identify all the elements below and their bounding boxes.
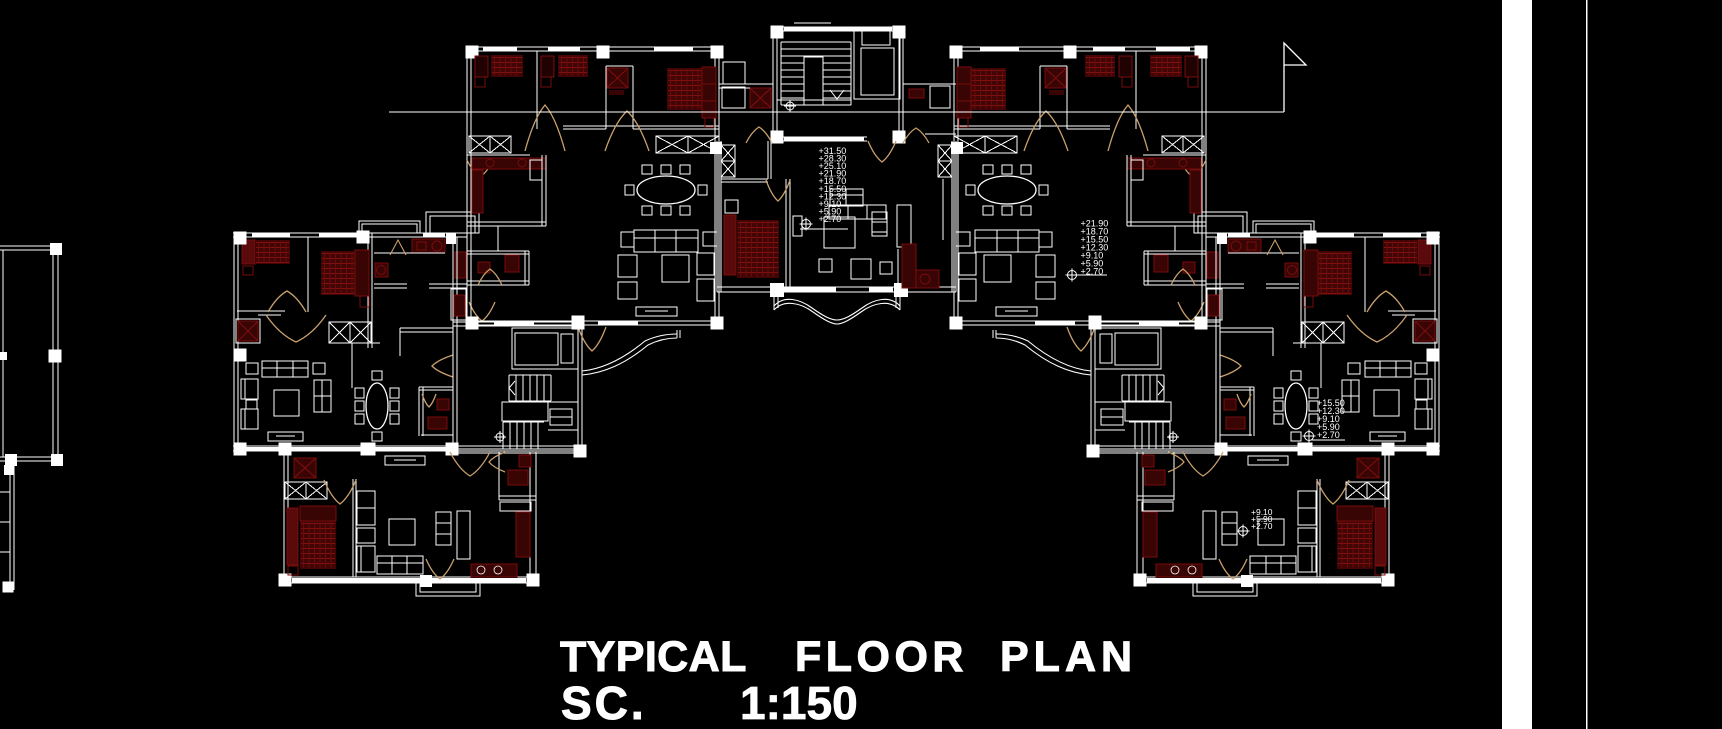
svg-text:+9.10: +9.10 <box>819 199 842 209</box>
svg-text:+21.90: +21.90 <box>819 169 847 179</box>
svg-text:+5.90: +5.90 <box>1081 259 1104 269</box>
svg-text:+9.10: +9.10 <box>1081 251 1104 261</box>
svg-text:+2.70: +2.70 <box>1251 521 1273 531</box>
svg-text:+9.10: +9.10 <box>1317 414 1340 424</box>
svg-text:+12.30: +12.30 <box>1081 243 1109 253</box>
svg-text:+5.90: +5.90 <box>1317 422 1340 432</box>
svg-text:SC.: SC. <box>561 677 647 729</box>
svg-text:+2.70: +2.70 <box>1081 267 1104 277</box>
svg-text:+15.50: +15.50 <box>1081 235 1109 245</box>
svg-text:+21.90: +21.90 <box>1081 219 1109 229</box>
svg-text:FLOOR: FLOOR <box>795 633 968 681</box>
svg-text:+15.50: +15.50 <box>819 184 847 194</box>
svg-text:TYPICAL: TYPICAL <box>560 633 747 681</box>
svg-text:PLAN: PLAN <box>1000 633 1137 681</box>
svg-text:+5.90: +5.90 <box>1251 514 1273 524</box>
svg-text:+9.10: +9.10 <box>1251 507 1273 517</box>
svg-text:+15.50: +15.50 <box>1317 398 1345 408</box>
svg-text:+12.30: +12.30 <box>819 191 847 201</box>
svg-text:+28.30: +28.30 <box>819 154 847 164</box>
svg-text:1:150: 1:150 <box>740 677 858 729</box>
svg-text:+2.70: +2.70 <box>1317 430 1340 440</box>
svg-text:+5.90: +5.90 <box>819 206 842 216</box>
svg-text:+25.10: +25.10 <box>819 161 847 171</box>
svg-text:+18.70: +18.70 <box>1081 227 1109 237</box>
svg-text:+12.30: +12.30 <box>1317 406 1345 416</box>
svg-text:+2.70: +2.70 <box>819 214 842 224</box>
svg-text:+31.50: +31.50 <box>819 146 847 156</box>
svg-text:+18.70: +18.70 <box>819 176 847 186</box>
